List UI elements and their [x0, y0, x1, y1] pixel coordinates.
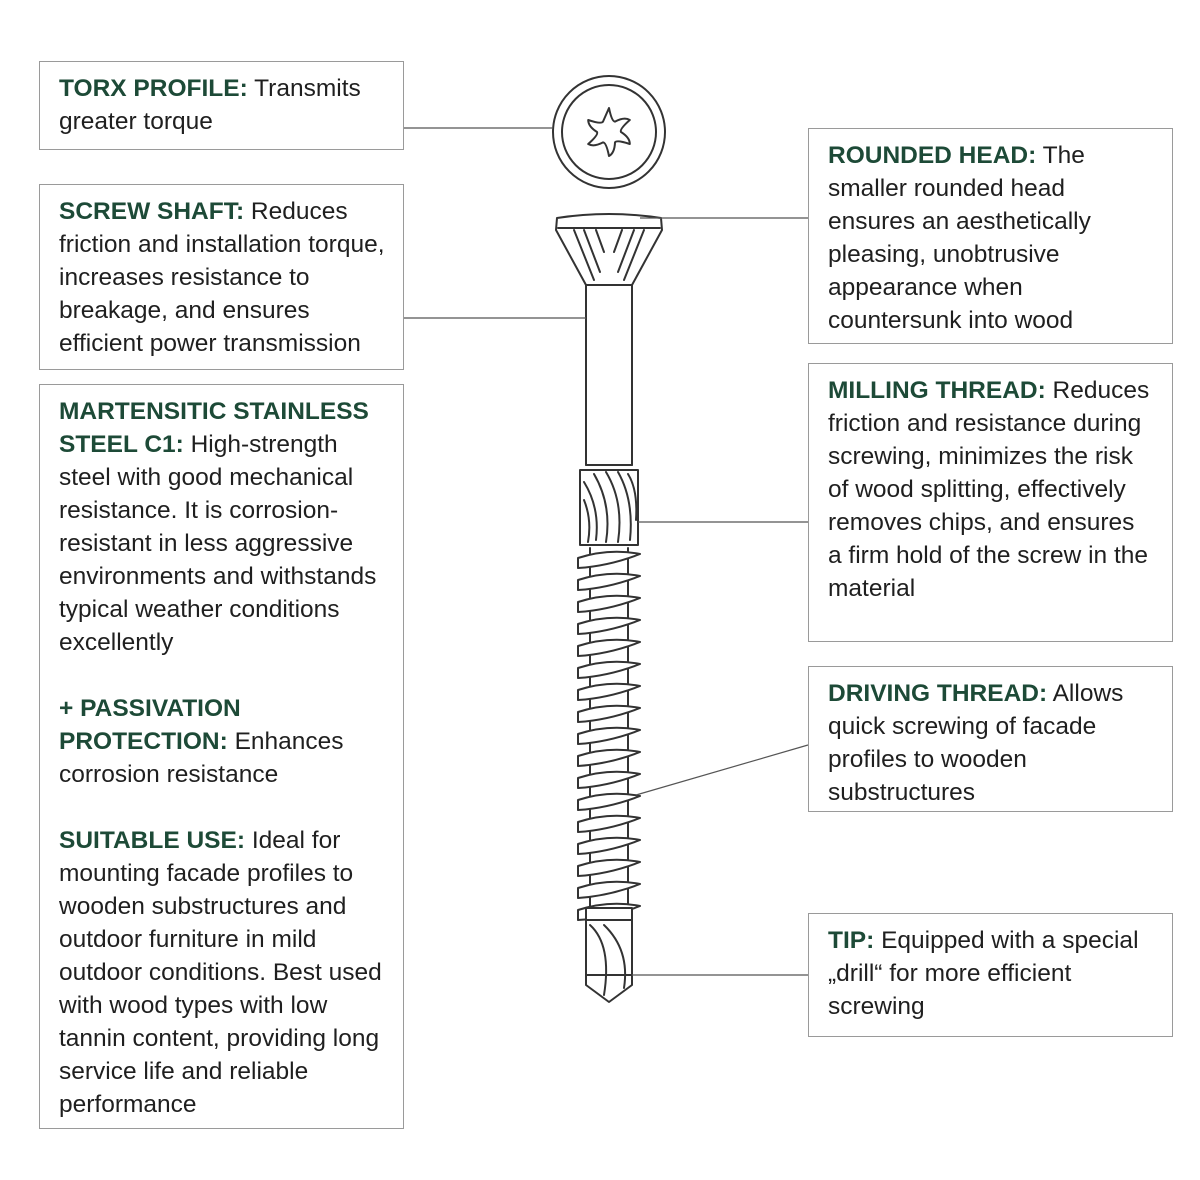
- callout-title-passivation: + PASSIVATION PROTECTION:: [59, 695, 241, 755]
- screw-shaft-icon: [585, 284, 633, 466]
- torx-head-icon: [552, 75, 666, 189]
- rounded-head-icon: [555, 213, 663, 286]
- leader-driving: [635, 744, 809, 796]
- callout-title: MILLING THREAD:: [828, 377, 1046, 404]
- callout-title-use: SUITABLE USE:: [59, 827, 246, 854]
- callout-text: Transmits greater torque: [59, 75, 361, 135]
- callout-text: The smaller rounded head ensures an aest…: [828, 142, 1091, 334]
- thread-ridge: [577, 792, 641, 811]
- milling-thread-icon: [579, 469, 639, 546]
- callout-torx-profile: TORX PROFILE: Transmits greater torque: [39, 61, 404, 150]
- callout-driving-thread: DRIVING THREAD: Allows quick screwing of…: [808, 666, 1173, 812]
- callout-text: Equipped with a special „drill“ for more…: [828, 927, 1139, 1020]
- callout-text: Reduces friction and resistance during s…: [828, 377, 1150, 602]
- thread-ridge: [577, 748, 641, 767]
- thread-ridge: [577, 726, 641, 745]
- callout-screw-shaft: SCREW SHAFT: Reduces friction and instal…: [39, 184, 404, 370]
- thread-ridge: [577, 836, 641, 855]
- callout-text: Reduces friction and installation torque…: [59, 198, 385, 357]
- drill-tip-icon: [585, 907, 633, 1003]
- thread-ridge: [577, 660, 641, 679]
- callout-tip: TIP: Equipped with a special „drill“ for…: [808, 913, 1173, 1037]
- thread-ridge: [577, 682, 641, 701]
- callout-material: MARTENSITIC STAINLESS STEEL C1: High-str…: [39, 384, 404, 1129]
- callout-title: SCREW SHAFT:: [59, 198, 245, 225]
- callout-title: DRIVING THREAD:: [828, 680, 1048, 707]
- thread-ridge: [577, 880, 641, 899]
- callout-title: TIP:: [828, 927, 875, 954]
- thread-ridge: [577, 704, 641, 723]
- thread-ridge: [577, 858, 641, 877]
- callout-title: TORX PROFILE:: [59, 75, 248, 102]
- thread-ridge: [577, 572, 641, 591]
- thread-ridge: [577, 616, 641, 635]
- callout-text-use: Ideal for mounting facade profiles to wo…: [59, 827, 382, 1118]
- callout-rounded-head: ROUNDED HEAD: The smaller rounded head e…: [808, 128, 1173, 344]
- thread-ridge: [577, 550, 641, 569]
- thread-ridge: [577, 638, 641, 657]
- callout-title: ROUNDED HEAD:: [828, 142, 1037, 169]
- callout-title-steel: MARTENSITIC STAINLESS STEEL C1:: [59, 398, 369, 458]
- thread-ridge: [577, 594, 641, 613]
- callout-text: Allows quick screwing of facade profiles…: [828, 680, 1124, 806]
- thread-ridge: [577, 770, 641, 789]
- callout-milling-thread: MILLING THREAD: Reduces friction and res…: [808, 363, 1173, 642]
- callout-text-passivation: Enhances corrosion resistance: [59, 728, 344, 788]
- driving-thread-icon: [577, 547, 641, 921]
- callout-text-steel: High-strength steel with good mechanical…: [59, 431, 377, 656]
- thread-ridge: [577, 814, 641, 833]
